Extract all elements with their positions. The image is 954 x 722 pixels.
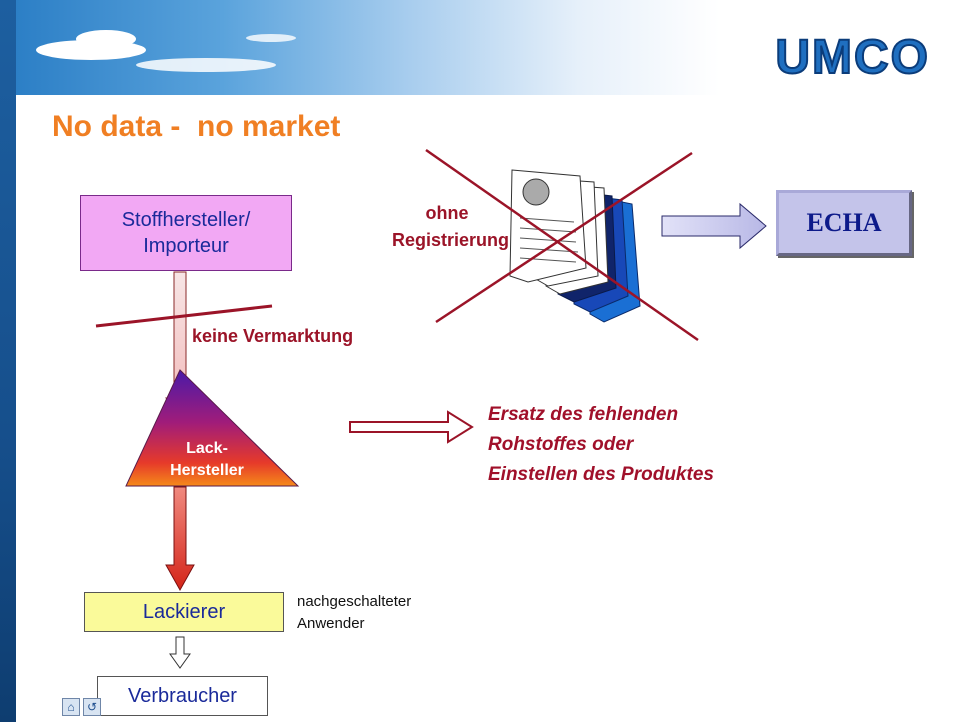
arrow-right-outline [349, 410, 474, 444]
arrow-down-small [169, 636, 191, 669]
ohne-registrierung-label: ohne Registrierung [392, 203, 510, 250]
arrow-right-echa [661, 202, 767, 250]
page-title: No data - no market [52, 110, 341, 143]
verbraucher-box: Verbraucher [97, 676, 268, 716]
header-sky-banner [16, 0, 954, 95]
cloud [76, 30, 136, 48]
echa-box: ECHA [776, 190, 912, 256]
echa-label: ECHA [806, 208, 882, 237]
ersatz-line: Rohstoffes oder [488, 434, 634, 455]
home-icon[interactable]: ⌂ [62, 698, 80, 716]
cloud [246, 34, 296, 42]
nachgeschalteter-anwender-label: nachgeschalteter Anwender [297, 593, 412, 632]
cross-line [425, 148, 699, 342]
cloud [136, 58, 276, 72]
stoffhersteller-box: Stoffhersteller/ Importeur [80, 195, 292, 271]
ersatz-line: Ersatz des fehlenden [488, 404, 679, 425]
umco-logo: UMCO [774, 30, 930, 85]
keine-vermarktung-label: keine Vermarktung [192, 326, 354, 346]
cross-line [435, 151, 693, 324]
arrow-down-red [165, 486, 195, 592]
lack-hersteller-label: Lack-Hersteller [170, 440, 244, 479]
strike-line [95, 304, 273, 328]
ersatz-line: Einstellen des Produktes [488, 464, 714, 485]
lackierer-box: Lackierer [84, 592, 284, 632]
back-icon[interactable]: ↺ [83, 698, 101, 716]
triangle-shape [125, 369, 300, 487]
ersatz-text: Ersatz des fehlenden Rohstoffes oder Ein… [488, 400, 714, 490]
left-sidebar-band [0, 0, 16, 722]
document-stack-icon [509, 169, 641, 323]
